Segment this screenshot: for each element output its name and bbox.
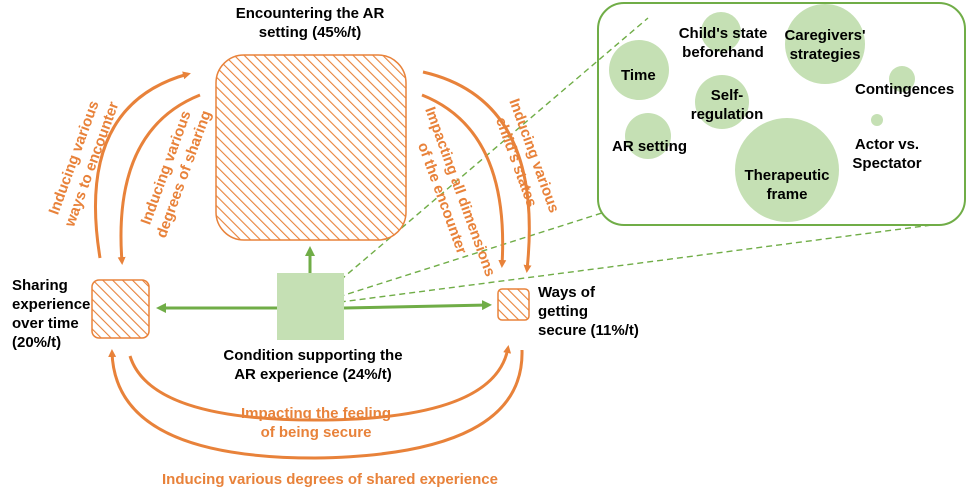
node-condition-box — [277, 273, 344, 340]
orange-arrow-left-outer — [93, 71, 191, 259]
bubble-childs-state — [701, 12, 741, 52]
orange-arrow-bottom-outer — [108, 349, 524, 460]
bubble-label-therapeutic: Therapeutic frame — [744, 167, 830, 203]
bubble-label-self-regulation: Self- regulation — [690, 87, 764, 123]
bubble-label-childs-state: Child's state beforehand — [678, 25, 768, 61]
inset-panel — [597, 2, 966, 226]
bubble-caregivers — [785, 4, 865, 84]
bubble-label-time: Time — [621, 67, 656, 84]
orange-arrow-bottom-inner — [128, 345, 512, 422]
bubble-therapeutic — [735, 118, 839, 222]
orange-arrow-left-inner — [117, 93, 201, 265]
bubble-label-caregivers: Caregivers' strategies — [784, 27, 866, 63]
dashed-connector — [309, 17, 649, 307]
orange-arrow-right-outer — [422, 70, 532, 273]
bubble-label-contingences: Contingences — [855, 81, 955, 98]
green-arrow-right — [343, 300, 492, 311]
arrow-label-bottom-outer: Inducing various degrees of shared exper… — [162, 471, 498, 488]
node-sharing-box — [91, 279, 150, 339]
node-condition-label: Condition supporting the AR experience (… — [223, 347, 403, 383]
orange-arrow-right-inner — [421, 93, 507, 268]
node-ways-label: Ways of getting secure (11%/t) — [538, 284, 639, 339]
bubble-label-ar-setting: AR setting — [612, 138, 687, 155]
bubble-contingences — [889, 66, 915, 92]
bubble-time — [609, 40, 669, 100]
node-ways-box — [497, 288, 530, 321]
dashed-connector — [309, 211, 606, 307]
bubble-actor — [871, 114, 883, 126]
node-encountering-box — [215, 54, 407, 241]
node-encountering-label: Encountering the AR setting (45%/t) — [235, 5, 385, 41]
bubble-label-actor: Actor vs. Spectator — [852, 136, 922, 172]
arrow-label-bottom-inner: Impacting the feeling of being secure — [240, 405, 391, 441]
node-sharing-label: Sharing experience over time (20%/t) — [12, 277, 91, 351]
bubble-self-regulation — [695, 75, 749, 129]
bubble-ar-setting — [625, 113, 671, 159]
dashed-connector — [309, 224, 933, 307]
